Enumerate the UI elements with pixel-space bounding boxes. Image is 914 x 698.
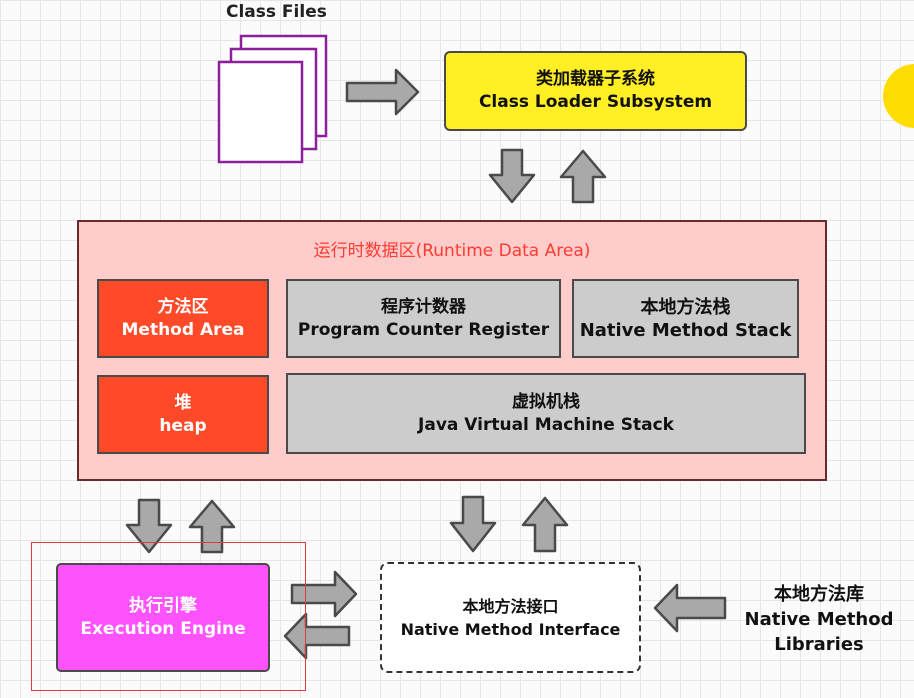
native-stack-cn: 本地方法栈 [640, 296, 731, 318]
native-method-libraries-label: 本地方法库 Native Method Libraries [738, 582, 900, 657]
heap-box[interactable]: 堆 heap [97, 375, 269, 454]
heap-en: heap [159, 415, 207, 436]
native-interface-cn: 本地方法接口 [462, 596, 559, 616]
program-counter-en: Program Counter Register [297, 319, 550, 340]
class-loader-en: Class Loader Subsystem [478, 92, 713, 112]
method-area-cn: 方法区 [157, 296, 209, 317]
arrow-up-icon [521, 496, 569, 553]
native-libraries-en-2: Libraries [774, 634, 864, 655]
jvm-stack-box[interactable]: 虚拟机栈 Java Virtual Machine Stack [286, 373, 806, 454]
native-stack-en: Native Method Stack [579, 319, 792, 341]
arrow-left-icon [653, 583, 727, 633]
highlight-rectangle [31, 542, 306, 691]
class-loader-cn: 类加载器子系统 [536, 69, 655, 89]
native-libraries-cn: 本地方法库 [774, 584, 864, 605]
native-libraries-en-1: Native Method [744, 609, 894, 630]
arrow-up-icon [559, 149, 607, 204]
arrow-right-icon [290, 570, 358, 618]
execution-engine-cn: 执行引擎 [129, 595, 197, 616]
method-area-box[interactable]: 方法区 Method Area [97, 279, 269, 358]
heap-cn: 堆 [174, 392, 192, 413]
method-area-en: Method Area [121, 319, 245, 340]
execution-engine-en: Execution Engine [80, 618, 246, 639]
jvm-stack-en: Java Virtual Machine Stack [418, 414, 674, 435]
program-counter-box[interactable]: 程序计数器 Program Counter Register [286, 279, 561, 358]
class-files-icon [217, 34, 328, 164]
native-interface-en: Native Method Interface [400, 619, 621, 639]
class-files-label: Class Files [226, 2, 327, 22]
native-method-interface-box[interactable]: 本地方法接口 Native Method Interface [380, 562, 641, 673]
class-loader-box[interactable]: 类加载器子系统 Class Loader Subsystem [444, 51, 747, 131]
arrow-down-icon [125, 498, 173, 554]
runtime-data-area-title: 运行时数据区(Runtime Data Area) [313, 241, 591, 261]
program-counter-cn: 程序计数器 [381, 296, 466, 317]
yellow-circle-decoration [883, 64, 914, 128]
arrow-down-icon [488, 148, 536, 204]
arrow-left-icon [283, 612, 351, 660]
arrow-right-icon [345, 68, 420, 116]
arrow-up-icon [188, 499, 236, 554]
arrow-down-icon [449, 495, 497, 553]
jvm-stack-cn: 虚拟机栈 [512, 391, 580, 412]
execution-engine-box[interactable]: 执行引擎 Execution Engine [56, 563, 270, 672]
native-method-stack-box[interactable]: 本地方法栈 Native Method Stack [572, 279, 799, 358]
